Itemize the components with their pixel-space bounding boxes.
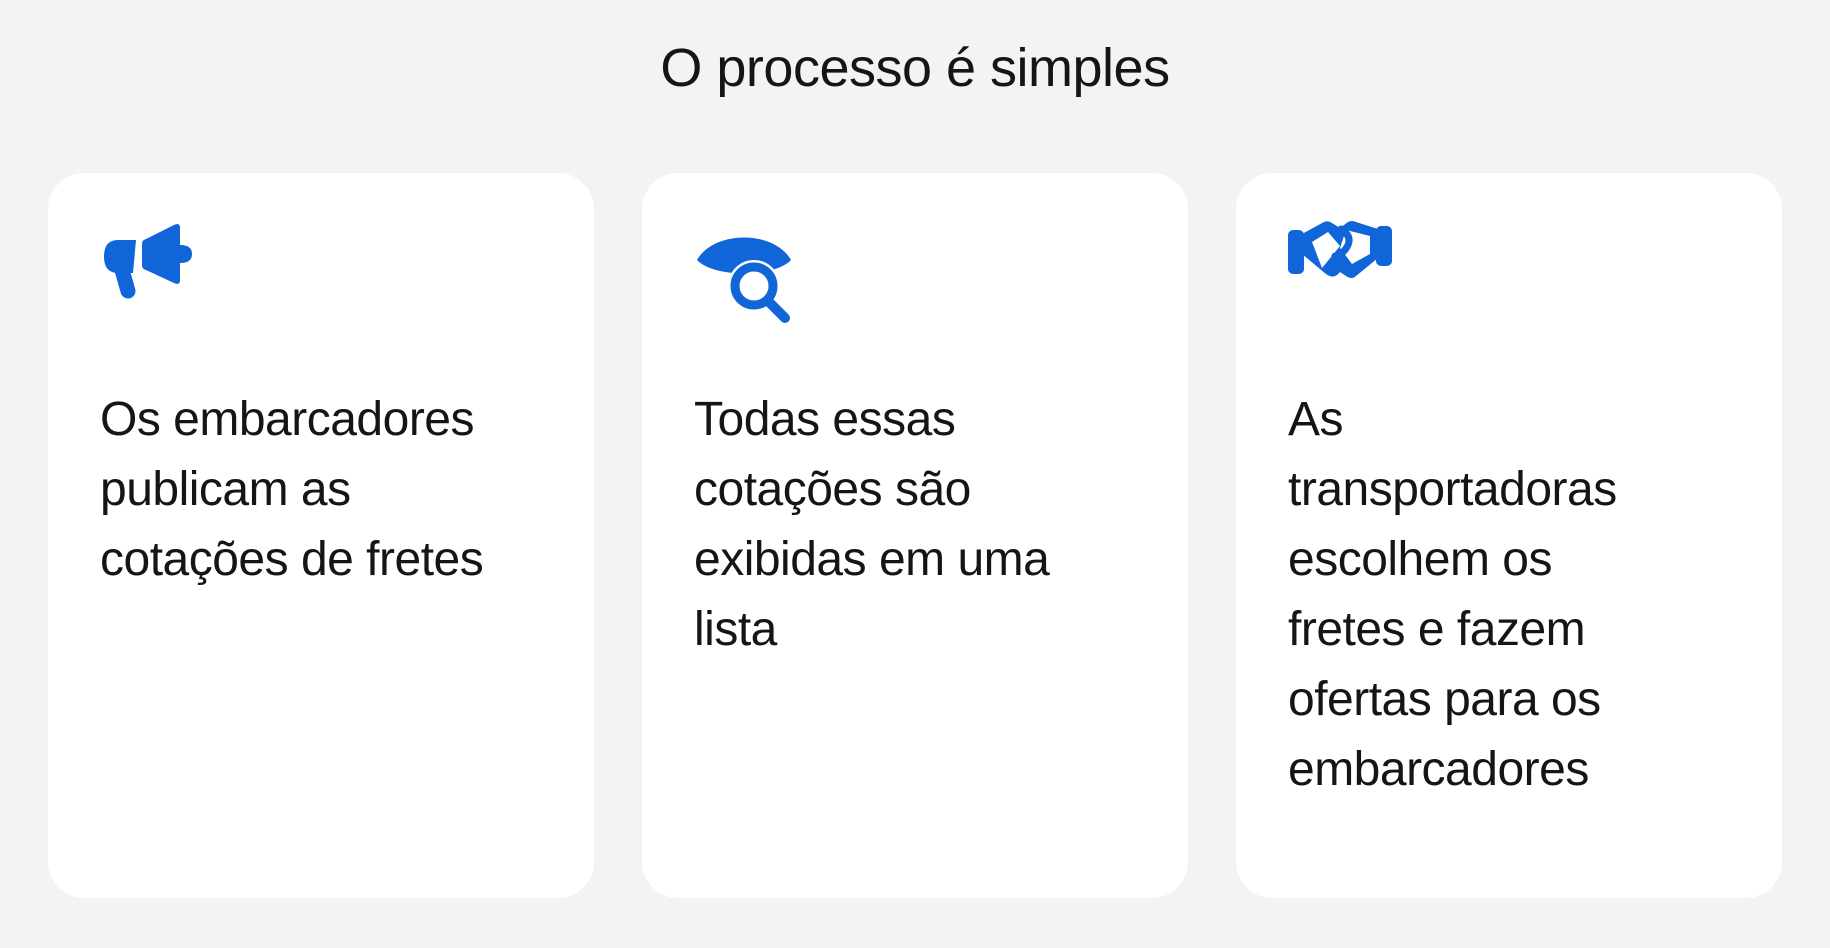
step-card-offer: As transportadoras escolhem os fretes e … <box>1236 173 1782 898</box>
step-text-publish: Os embarcadores publicam as cotações de … <box>100 393 484 586</box>
page-title: O processo é simples <box>660 38 1170 98</box>
step-card-list: Todas essas cotações são exibidas em uma… <box>642 173 1188 898</box>
handshake-icon <box>1288 218 1734 323</box>
steps-row: Os embarcadores publicam as cotações de … <box>0 173 1830 898</box>
step-text-offer: As transportadoras escolhem os fretes e … <box>1288 393 1617 796</box>
step-text-list: Todas essas cotações são exibidas em uma… <box>694 393 1050 656</box>
megaphone-icon <box>100 218 546 323</box>
eye-search-icon <box>694 218 1140 323</box>
step-card-publish: Os embarcadores publicam as cotações de … <box>48 173 594 898</box>
